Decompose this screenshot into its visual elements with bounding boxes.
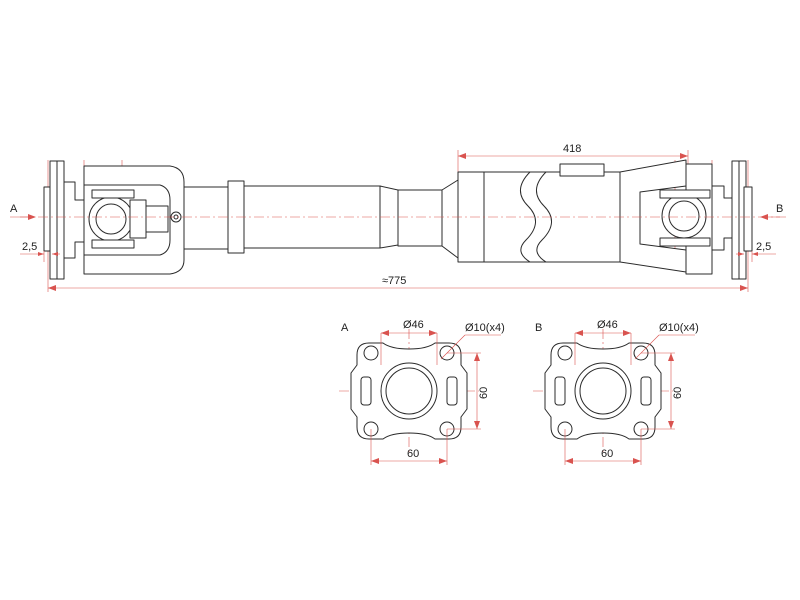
- bolt-hole: [363, 345, 379, 361]
- overall-length-label: ≈775: [382, 275, 406, 287]
- view-arrow-a-letter: A: [10, 203, 18, 215]
- left-flange: [43, 160, 65, 280]
- overall-length-dimension: ≈775: [48, 275, 748, 291]
- slip-yoke-sleeve: [457, 159, 687, 273]
- left-universal-joint: [88, 189, 169, 249]
- flange-a-view: A Ø46 Ø10(x4) 60: [339, 319, 505, 465]
- flange-b-view: B Ø46 Ø10(x4) 60 60: [533, 319, 699, 465]
- flange-b-bore-label: Ø46: [597, 319, 618, 331]
- bolt-hole: [557, 345, 573, 361]
- flange-a-horizontal-spacing-label: 60: [407, 448, 419, 460]
- flange-offset-dimension-left: 2,5: [20, 241, 60, 262]
- flange-b-horizontal-spacing-label: 60: [601, 448, 613, 460]
- flange-offset-label-left: 2,5: [22, 241, 37, 253]
- flange-b-vertical-spacing-label: 60: [672, 387, 684, 399]
- flange-a-vertical-spacing-label: 60: [478, 387, 490, 399]
- flange-a-bore-label: Ø46: [403, 319, 424, 331]
- view-arrow-a: A: [10, 203, 36, 220]
- view-arrow-b: B: [760, 203, 786, 220]
- right-flange: [731, 160, 753, 280]
- flange-offset-dimension-right: 2,5: [736, 241, 776, 262]
- view-arrow-b-letter: B: [776, 203, 783, 215]
- sleeve-length-dimension: 418: [458, 143, 688, 159]
- right-yoke: [659, 163, 733, 275]
- flange-a-bolt-label: Ø10(x4): [465, 322, 505, 334]
- driveshaft-side-view: A B 2,5 2,5 4: [10, 143, 786, 292]
- flange-b-bolt-label: Ø10(x4): [659, 322, 699, 334]
- flange-a-letter: A: [341, 322, 349, 334]
- flange-offset-label-right: 2,5: [756, 241, 771, 253]
- sleeve-length-label: 418: [563, 143, 581, 155]
- shaft-tube: [183, 179, 459, 259]
- flange-b-letter: B: [535, 322, 542, 334]
